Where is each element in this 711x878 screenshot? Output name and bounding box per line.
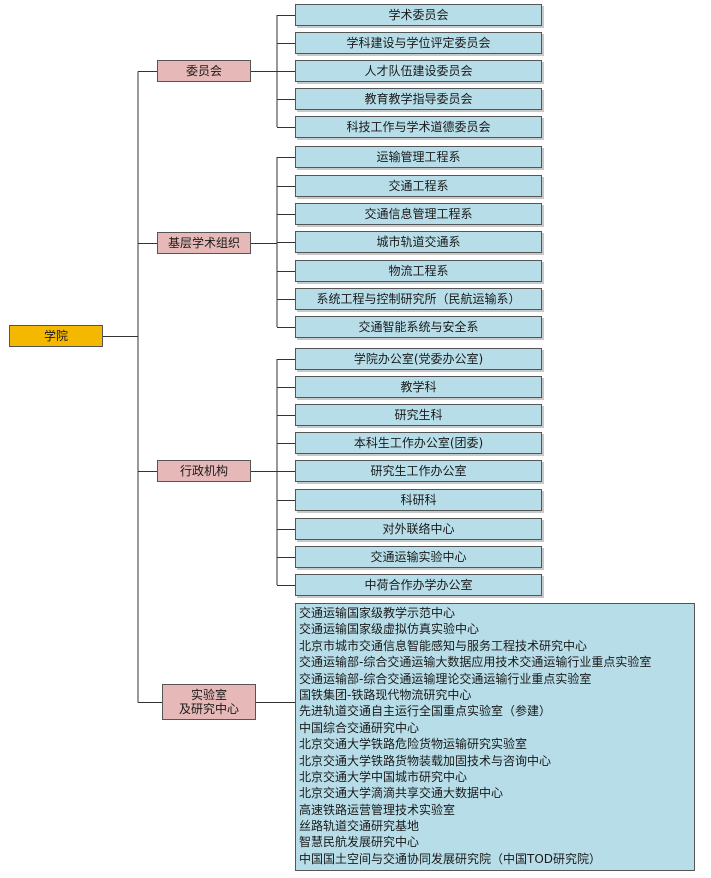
category-committees[interactable]: 委员会 [157, 60, 251, 82]
root-node[interactable]: 学院 [9, 325, 103, 347]
leaf-item[interactable]: 中荷合作办学办公室 [295, 574, 542, 596]
list-item[interactable]: 北京市城市交通信息智能感知与服务工程技术研究中心 [299, 638, 588, 653]
leaf-item[interactable]: 交通运输实验中心 [295, 546, 542, 568]
leaf-item[interactable]: 物流工程系 [295, 260, 542, 282]
leaf-item[interactable]: 城市轨道交通系 [295, 231, 542, 253]
list-item[interactable]: 北京交通大学铁路危险货物运输研究实验室 [299, 737, 528, 752]
labs-list-box: 交通运输国家级教学示范中心 交通运输国家级虚拟仿真实验中心 北京市城市交通信息智… [295, 603, 695, 871]
category-labs-centers[interactable]: 实验室 及研究中心 [162, 684, 256, 720]
leaf-item[interactable]: 研究生工作办公室 [295, 460, 542, 482]
leaf-item[interactable]: 系统工程与控制研究所（民航运输系） [295, 288, 542, 310]
list-item[interactable]: 交通运输国家级教学示范中心 [299, 606, 456, 620]
category-label: 委员会 [185, 63, 222, 78]
category-administration[interactable]: 行政机构 [157, 460, 251, 482]
leaf-item[interactable]: 人才队伍建设委员会 [295, 60, 542, 82]
list-item[interactable]: 智慧民航发展研究中心 [299, 835, 420, 850]
list-item[interactable]: 北京交通大学铁路货物装载加固技术与咨询中心 [299, 753, 552, 768]
root-label: 学院 [43, 328, 68, 343]
leaf-item[interactable]: 教育教学指导委员会 [295, 88, 542, 110]
leaf-item[interactable]: 研究生科 [295, 404, 542, 426]
leaf-item[interactable]: 科研科 [295, 489, 542, 511]
leaf-item[interactable]: 对外联络中心 [295, 518, 542, 540]
leaf-item[interactable]: 科技工作与学术道德委员会 [295, 116, 542, 138]
leaf-item[interactable]: 运输管理工程系 [295, 146, 542, 168]
leaf-item[interactable]: 学术委员会 [295, 4, 542, 26]
leaf-item[interactable]: 本科生工作办公室(团委) [295, 432, 542, 454]
category-label: 行政机构 [179, 463, 228, 478]
leaf-item[interactable]: 交通智能系统与安全系 [295, 316, 542, 338]
list-item[interactable]: 北京交通大学滴滴共享交通大数据中心 [299, 786, 504, 801]
category-label-line: 及研究中心 [178, 702, 239, 716]
list-item[interactable]: 中国国土空间与交通协同发展研究院（中国TOD研究院） [299, 851, 602, 866]
list-item[interactable]: 国铁集团-铁路现代物流研究中心 [299, 687, 472, 702]
category-academic-units[interactable]: 基层学术组织 [157, 232, 251, 254]
list-item[interactable]: 高速铁路运营管理技术实验室 [299, 802, 456, 817]
leaf-item[interactable]: 学院办公室(党委办公室) [295, 348, 542, 370]
list-item[interactable]: 交通运输部-综合交通运输大数据应用技术交通运输行业重点实验室 [299, 655, 652, 670]
list-item[interactable]: 中国综合交通研究中心 [299, 720, 420, 735]
leaf-item[interactable]: 交通工程系 [295, 175, 542, 197]
leaf-item[interactable]: 学科建设与学位评定委员会 [295, 32, 542, 54]
category-label-line: 实验室 [190, 687, 227, 702]
list-item[interactable]: 丝路轨道交通研究基地 [299, 819, 420, 834]
leaf-item[interactable]: 教学科 [295, 376, 542, 398]
leaf-item[interactable]: 交通信息管理工程系 [295, 203, 542, 225]
list-item[interactable]: 先进轨道交通自主运行全国重点实验室（参建） [299, 704, 552, 719]
list-item[interactable]: 交通运输部-综合交通运输理论交通运输行业重点实验室 [299, 671, 592, 686]
list-item[interactable]: 交通运输国家级虚拟仿真实验中心 [299, 622, 480, 637]
list-item[interactable]: 北京交通大学中国城市研究中心 [299, 769, 468, 784]
category-label: 基层学术组织 [167, 235, 240, 250]
